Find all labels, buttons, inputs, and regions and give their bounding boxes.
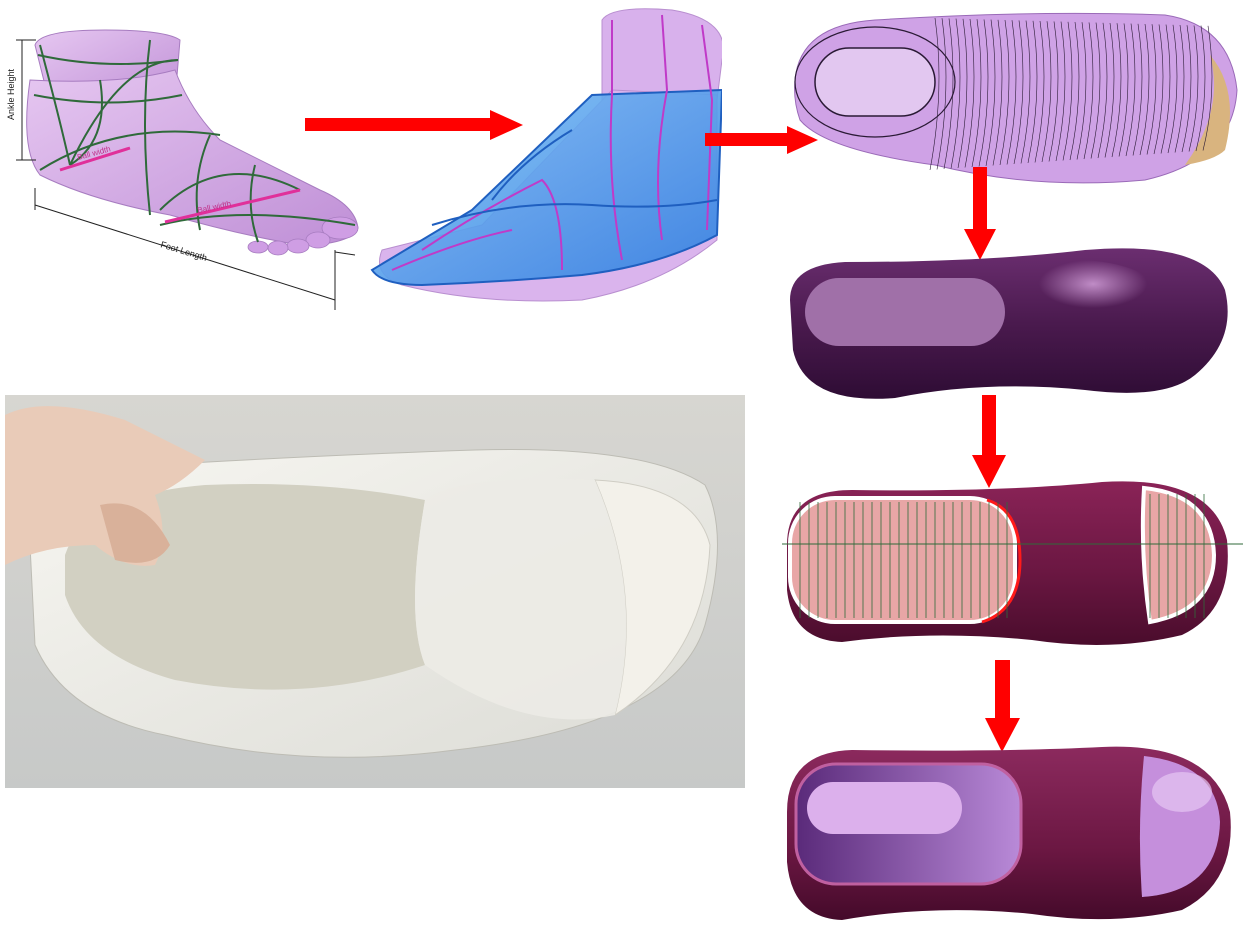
printed-slide-photo (5, 395, 745, 788)
final-insole (807, 782, 962, 834)
foot-length-label: Foot Length (159, 239, 208, 263)
arrow-down-3 (985, 660, 1020, 755)
heel-opening (815, 48, 935, 116)
foot-scan-measurements: Ball width Ball width Ankle Height Foot … (0, 0, 370, 320)
shoe-wireframe-model (785, 0, 1243, 195)
final-slide-model (782, 742, 1243, 926)
heel-cut-region (790, 498, 1015, 622)
ankle-height-label: Ankle Height (6, 68, 16, 120)
foot-cage-model (362, 0, 722, 310)
shoe-cut-regions-model (782, 470, 1243, 655)
solid-shoe-opening (805, 278, 1005, 346)
solid-shoe-model (785, 240, 1243, 410)
